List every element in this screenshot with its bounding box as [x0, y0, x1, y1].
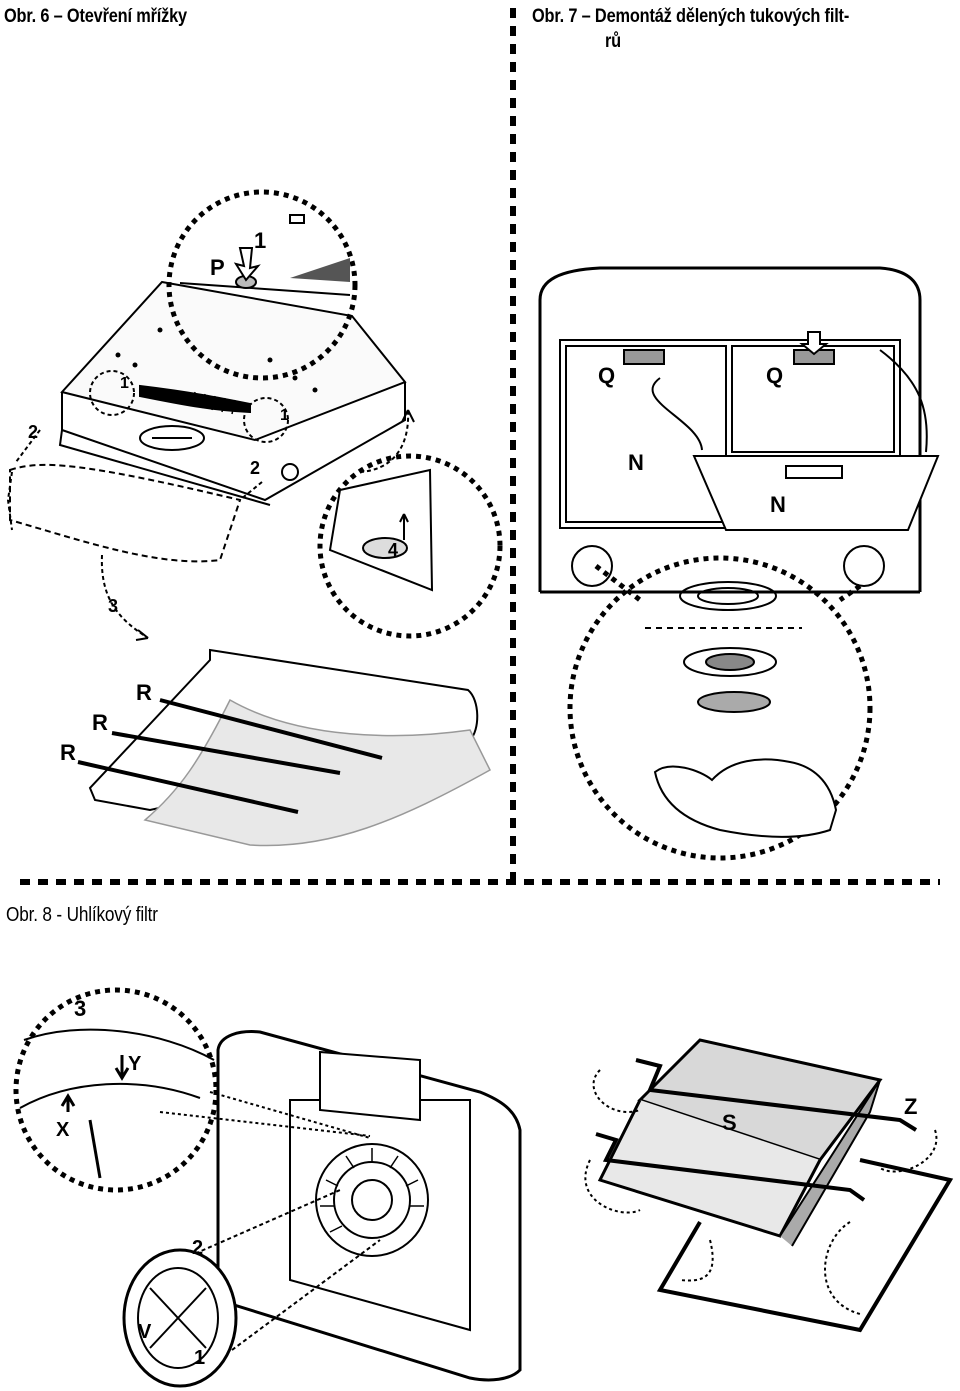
figure-6-caption: Obr. 6 – Otevření mřížky — [4, 6, 187, 27]
label-3: 3 — [74, 996, 86, 1021]
label-r2: R — [92, 710, 108, 735]
label-n-left: N — [628, 450, 644, 475]
label-x: X — [56, 1119, 70, 1141]
carbon-filter-disk — [122, 1248, 238, 1388]
figure-7-caption-line2: rů — [605, 31, 622, 52]
rod-r3 — [77, 760, 299, 814]
figure-8-drawing — [13, 987, 954, 1388]
figure-7-caption-line1: Obr. 7 – Demontáž dělených tukových filt… — [532, 6, 850, 27]
figure-7-labels: Q Q N N — [598, 363, 786, 517]
label-2-left: 2 — [28, 422, 38, 442]
rod-r1 — [159, 698, 383, 760]
lamp-holder — [683, 647, 777, 677]
label-z: Z — [904, 1094, 917, 1119]
latch-q-left — [623, 349, 665, 365]
label-2-right: 2 — [250, 458, 260, 478]
vent-pattern — [290, 258, 350, 282]
arrow-to-lamp — [359, 409, 410, 473]
zoom-circle-seal — [13, 987, 219, 1193]
push-arrow-icon — [799, 331, 829, 356]
press-arrow-icon — [233, 247, 261, 282]
lamp-left — [571, 545, 613, 587]
label-2: 2 — [192, 1237, 203, 1259]
label-1-left: 1 — [120, 375, 129, 392]
filter-n-opened — [692, 455, 940, 531]
label-v: V — [138, 1321, 152, 1343]
rod-r2 — [111, 731, 341, 775]
zoom-circle-button — [166, 189, 358, 381]
label-n-right: N — [770, 492, 786, 517]
rod-z-top — [635, 1058, 918, 1132]
clip-callout-left — [89, 370, 135, 416]
filter-sheet — [9, 463, 242, 563]
label-1-right: 1 — [280, 407, 289, 424]
lamp-right — [843, 545, 885, 587]
label-p: P — [210, 255, 225, 280]
label-r1: R — [136, 680, 152, 705]
clip-callout-right — [243, 397, 289, 443]
figure-6-drawing — [6, 189, 503, 847]
label-4: 4 — [388, 540, 398, 560]
label-q-right: Q — [766, 363, 783, 388]
label-3: 3 — [108, 596, 118, 616]
figure-7-drawing — [538, 266, 940, 861]
figure-6-labels: P 1 1 1 2 2 3 4 R R R — [28, 228, 398, 765]
label-1: 1 — [194, 1347, 205, 1369]
arrow-open-left — [651, 377, 703, 451]
hood-outline — [538, 266, 922, 592]
zoom-circle-lamp-cover — [567, 555, 873, 861]
label-q-left: Q — [598, 363, 615, 388]
figure-8-labels: 3 Y X 2 V 1 S Z — [56, 996, 917, 1369]
hood-front — [61, 382, 406, 502]
motor-cover — [319, 1050, 421, 1122]
control-knob — [139, 425, 205, 451]
slider-track — [139, 384, 251, 414]
figure-8-caption: Obr. 8 - Uhlíkový filtr — [6, 904, 158, 926]
fan-wheel — [315, 1143, 429, 1257]
zoom-circle-lamp — [317, 453, 503, 639]
hand-illustration — [653, 758, 838, 838]
lamp-bulb — [362, 537, 408, 559]
filter-frame — [656, 1158, 954, 1333]
label-s: S — [722, 1110, 737, 1135]
label-y: Y — [128, 1053, 142, 1075]
filter-n-left — [565, 345, 727, 523]
hood-body — [60, 280, 407, 442]
rod-z-bottom — [595, 1132, 866, 1202]
arrow-open-right — [879, 349, 928, 453]
label-1-top: 1 — [254, 228, 266, 253]
label-r3: R — [60, 740, 76, 765]
lamp-socket — [281, 463, 299, 481]
lamp-cover-top — [679, 581, 777, 611]
lamp-housing — [328, 468, 434, 592]
lamp-glass — [697, 691, 771, 713]
